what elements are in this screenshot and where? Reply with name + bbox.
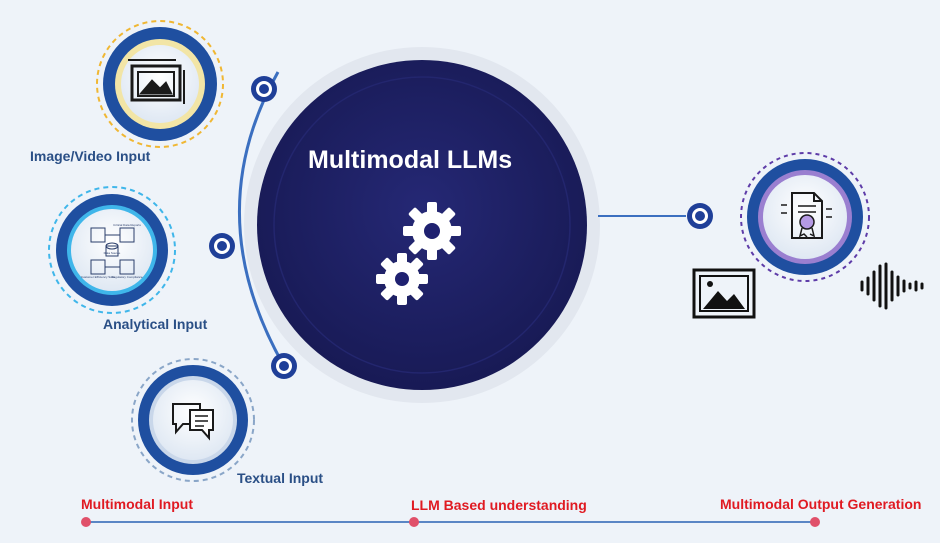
certificate-document-icon xyxy=(781,192,832,239)
audio-waveform-icon xyxy=(860,262,924,310)
connector-node-middle xyxy=(209,233,235,259)
gears-icon xyxy=(376,202,461,305)
analytics-icon-text-1: Critical Data Reports xyxy=(113,223,141,227)
stage-label-multimodal-input: Multimodal Input xyxy=(81,496,193,512)
image-frame-icon xyxy=(128,59,185,104)
analytics-icon-text-2: Customer Efficiency Suite xyxy=(81,275,116,279)
output-connector-node xyxy=(687,203,713,229)
chat-bubbles-icon xyxy=(172,403,214,441)
stage-label-output-generation: Multimodal Output Generation xyxy=(720,496,922,512)
timeline-dot-input xyxy=(81,517,91,527)
connector-node-top xyxy=(251,76,277,102)
stage-label-llm-understanding: LLM Based understanding xyxy=(411,497,587,513)
image-video-input-label: Image/Video Input xyxy=(30,148,151,164)
diagram-title: Multimodal LLMs xyxy=(308,146,513,174)
timeline-dot-understanding xyxy=(409,517,419,527)
input-connector-arc xyxy=(238,71,286,367)
textual-input-node xyxy=(131,358,255,482)
textual-input-label: Textual Input xyxy=(237,470,324,486)
connector-node-bottom xyxy=(271,353,297,379)
image-icon xyxy=(692,268,756,319)
image-video-input-node xyxy=(96,20,224,148)
timeline-dot-output xyxy=(810,517,820,527)
analytics-icon-text-0: Data Source xyxy=(104,251,121,255)
analytics-dashboard-icon xyxy=(90,227,135,275)
analytical-input-label: Analytical Input xyxy=(103,316,208,332)
analytical-input-node xyxy=(48,186,176,314)
analytics-icon-text-3: Regulatory Compliance xyxy=(111,275,143,279)
output-node xyxy=(740,152,870,282)
